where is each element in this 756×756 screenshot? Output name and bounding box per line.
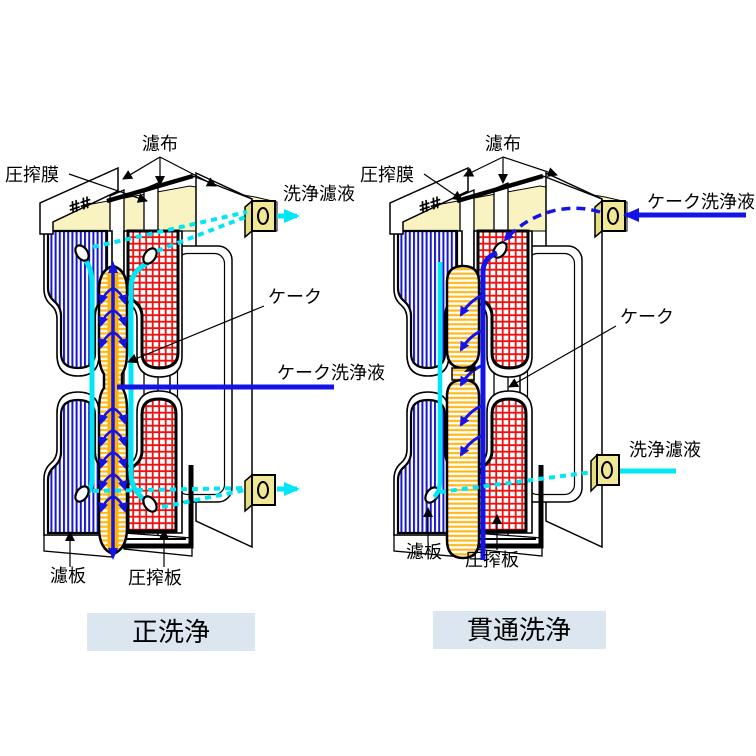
waist-arrow [464,361,476,372]
cake-wash-dashed-feed [503,206,601,242]
caption-box-through-washing [433,611,606,649]
label-squeeze-plate: 圧搾板 [465,550,519,571]
caption-forward-washing: 正洗浄 [132,618,210,648]
cake-right-top [445,264,481,370]
label-filter-cloth: 濾布 [142,134,178,155]
label-wash-filtrate: 洗浄濾液 [629,440,701,461]
bottom-nozzle-face [251,474,276,506]
wash-tree-tip-down [108,548,118,560]
label-squeeze-membrane: 圧搾膜 [5,165,59,186]
diagram-through-washing: 濾布 圧搾膜 ケーク洗浄液 ケーク 洗浄濾液 濾板 圧搾板 貫通洗浄 [360,134,755,649]
wash-tree-tip-up [108,261,118,273]
wash-cross-branches [459,293,484,457]
cake-right-bottom [445,378,481,560]
filtrate-channel [432,262,443,499]
label-filter-plate: 濾板 [406,542,442,563]
label-cake-wash-liquid: ケーク洗浄液 [647,192,755,213]
wash-tree-branches [98,286,128,513]
bottom-nozzle-face [596,454,620,486]
bottom-nozzle-hole [257,481,269,499]
drain-hole [142,247,158,265]
label-filter-cloth: 濾布 [485,134,521,155]
wash-vertical-channel [480,250,498,560]
label-squeeze-plate: 圧搾板 [128,568,182,589]
filtrate-dashed-line [439,470,594,494]
drain-hole [142,495,158,513]
caption-through-washing: 貫通洗浄 [467,616,571,646]
leader-lines-left [65,156,265,567]
filtrate-channel-right [128,260,150,504]
bottom-nozzle-side [244,473,253,513]
label-cake-wash-liquid: ケーク洗浄液 [277,363,385,384]
caption-box-forward-washing [87,613,255,651]
leader-lines-right [423,156,617,550]
label-squeeze-membrane: 圧搾膜 [360,165,414,186]
label-filter-plate: 濾板 [50,566,86,587]
drain-hole [74,485,90,503]
diagram-forward-washing: 濾布 圧搾膜 洗浄濾液 ケーク ケーク洗浄液 濾板 圧搾板 正洗浄 [5,134,385,651]
bottom-nozzle-hole [601,461,613,479]
label-cake: ケーク [620,307,674,328]
drain-hole [74,244,90,262]
label-cake: ケーク [268,287,322,308]
label-wash-filtrate: 洗浄濾液 [283,184,355,205]
